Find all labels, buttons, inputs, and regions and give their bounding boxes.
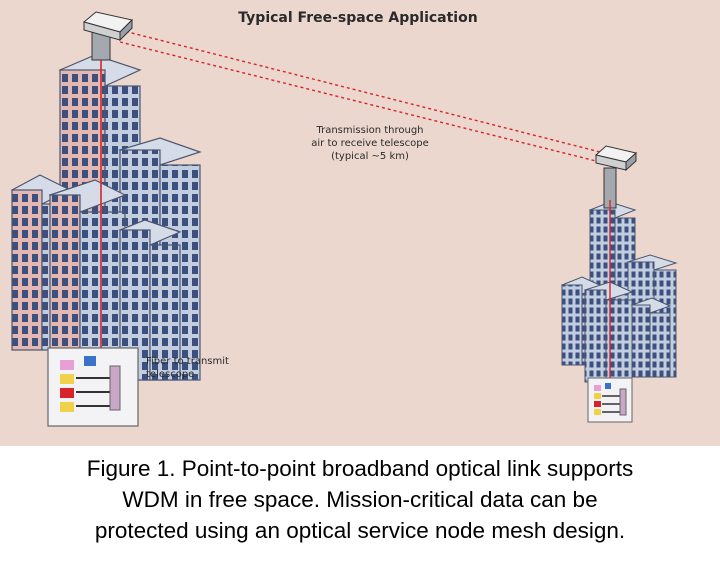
fiber-note: Fiber to transmit telescope [146,355,246,381]
fiber-note-line: Fiber to transmit [146,356,229,367]
optical-beam [119,29,613,166]
equipment-rack-icon [47,347,139,427]
fiber-note-line: telescope [146,369,195,380]
caption-line: Figure 1. Point-to-point broadband optic… [86,456,634,481]
caption-line: WDM in free space. Mission-critical data… [122,487,598,512]
right-building-cluster [560,201,678,383]
telescope-icon [82,11,133,61]
transmission-note: Transmission through air to receive tele… [290,124,450,163]
left-building-cluster [10,54,202,381]
transmission-note-line: Transmission through [316,125,424,136]
free-space-diagram [0,0,720,446]
transmission-note-line: air to receive telescope [311,138,429,149]
caption-line: protected using an optical service node … [94,518,626,543]
figure-caption: Figure 1. Point-to-point broadband optic… [0,446,720,576]
diagram-title: Typical Free-space Application [238,10,478,26]
equipment-rack-icon [587,377,633,423]
transmission-note-line: (typical ~5 km) [331,151,409,162]
